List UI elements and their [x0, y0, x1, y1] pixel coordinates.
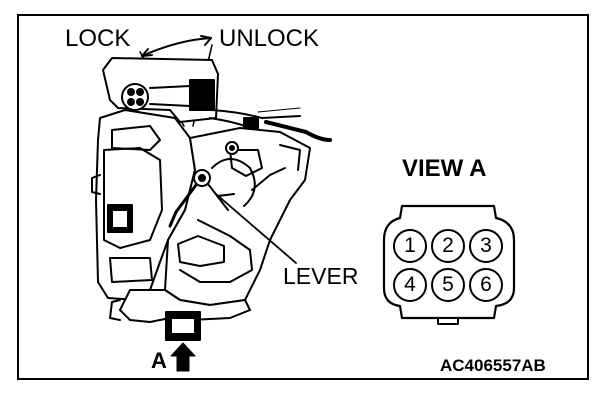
lock-label: LOCK: [65, 25, 131, 52]
lock-actuator-assembly: [91, 57, 332, 341]
figure-code: AC406557AB: [440, 356, 546, 375]
unlock-label: UNLOCK: [219, 25, 320, 52]
view-a-arrow: [170, 342, 196, 372]
lever-leader-line: [215, 193, 297, 264]
view-a-title: VIEW A: [402, 155, 487, 182]
connector-view-a: [382, 204, 516, 325]
lever-label: LEVER: [283, 263, 359, 289]
arrow-a-label: A: [151, 348, 167, 373]
